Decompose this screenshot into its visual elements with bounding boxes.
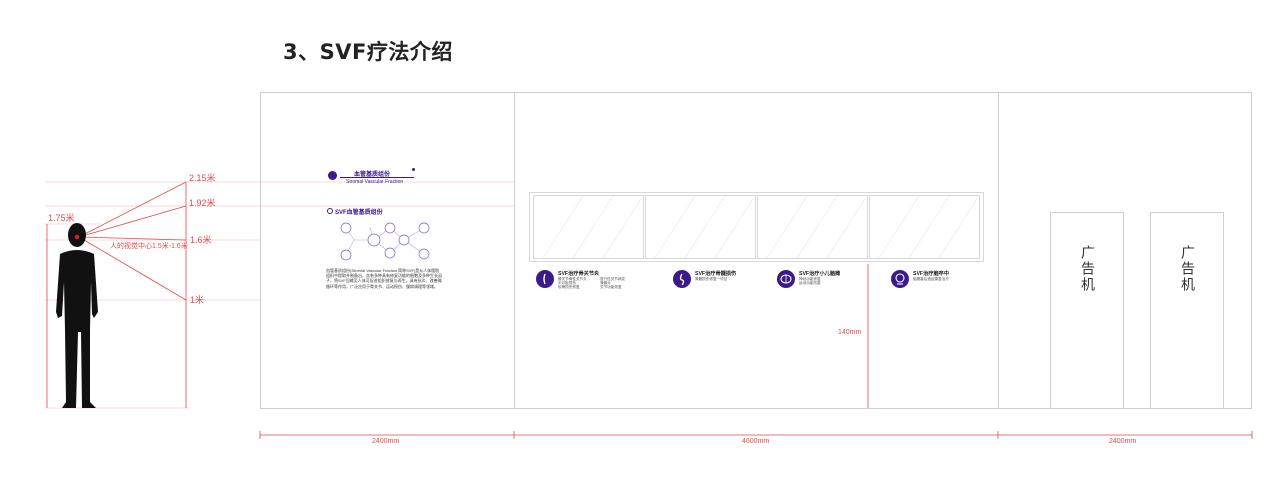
panel-header-line: [340, 177, 414, 178]
card-line: 软骨损伤修复: [558, 285, 580, 289]
card-line: 退行性关节病变: [600, 277, 626, 281]
height-label-1m: 1米: [190, 295, 205, 305]
dimension-140mm: 140mm: [838, 329, 862, 336]
height-label-1-75m: 1.75米: [48, 213, 75, 223]
svf-network-diagram: [340, 222, 430, 261]
svf-panel: 血管基质组份 Stromal Vascular Fraction SVF血管基质…: [326, 168, 442, 289]
panel-title-cn: 血管基质组份: [354, 172, 391, 178]
ad-kiosk-1: 广告机: [1050, 212, 1124, 409]
card-title: SVF治疗小儿脑瘫: [799, 271, 841, 277]
panel-title-en: Stromal Vascular Fraction: [346, 179, 404, 185]
card-line: 脊髓损伤修复一项目: [695, 277, 728, 281]
panel-header-dot: [412, 168, 415, 171]
card-line: 运动功能改善: [799, 281, 821, 285]
head-icon: [891, 270, 909, 288]
card-line: 滑膜炎: [600, 281, 611, 285]
width-label-middle: 4600mm: [742, 438, 770, 445]
panel-body-text: 血管基质组份(Stromal Vascular Fraction,简称SVF)是…: [326, 268, 442, 289]
height-label-1-92m: 1.92米: [189, 198, 216, 208]
card-line: 膝关节骨性关节炎: [558, 277, 587, 281]
section-title: SVF血管基质组份: [335, 210, 383, 216]
section-icon: [327, 208, 333, 214]
ad-kiosk-2: 广告机: [1150, 212, 1224, 409]
brain-icon: [777, 270, 795, 288]
spine-icon: [673, 270, 691, 288]
page-title: 3、SVF疗法介绍: [283, 40, 453, 64]
card-line: 关节功能恢复: [600, 285, 622, 289]
card-title: SVF治疗骨髓损伤: [695, 271, 737, 277]
card-title: SVF治疗骨关节炎: [558, 271, 600, 277]
bone-joint-icon: [536, 270, 554, 288]
card-line: 神经功能修复: [799, 277, 821, 281]
card-title: SVF治疗脑卒中: [913, 271, 950, 277]
card-osteoarthritis: SVF治疗骨关节炎 膝关节骨性关节炎 半月板损伤 软骨损伤修复 退行性关节病变 …: [536, 268, 656, 292]
width-label-right: 2400mm: [1109, 438, 1137, 445]
card-spinal-injury: SVF治疗骨髓损伤 脊髓损伤修复一项目: [673, 268, 773, 292]
card-line: 脑梗塞后遗症康复治疗: [913, 277, 949, 281]
kiosk-label: 广告机: [1179, 245, 1195, 293]
screen-panels: [533, 195, 980, 259]
card-stroke: SVF治疗脑卒中 脑梗塞后遗症康复治疗: [891, 268, 991, 292]
card-cerebral-palsy: SVF治疗小儿脑瘫 神经功能修复 运动功能改善: [777, 268, 877, 292]
height-label-1-6m: 1.6米: [190, 235, 212, 245]
panel-header-icon: [328, 171, 337, 180]
width-label-left: 2400mm: [372, 438, 400, 445]
wall-section-right: [998, 92, 1252, 409]
eye-level-note: 人的视觉中心1.5米-1.6米: [110, 243, 188, 250]
card-line: 半月板损伤: [558, 281, 576, 285]
height-label-2-15m: 2.15米: [189, 173, 216, 183]
screen-frame: [529, 192, 984, 262]
human-silhouette: [56, 223, 98, 408]
kiosk-label: 广告机: [1079, 245, 1095, 293]
